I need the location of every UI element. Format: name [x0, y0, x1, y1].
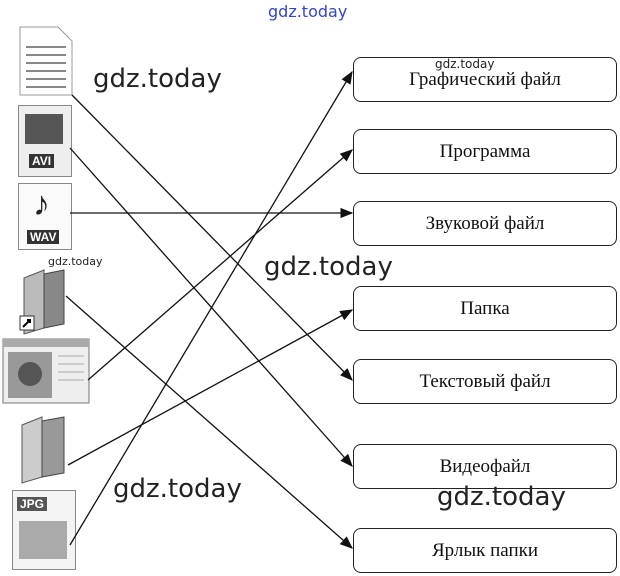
target-program: Программа: [353, 129, 617, 174]
watermark: gdz.today: [113, 474, 242, 504]
watermark: gdz.today: [93, 64, 222, 94]
arrow-shortcut-to-shortcut: [65, 295, 353, 549]
watermark: gdz.today: [48, 255, 103, 268]
folder-shortcut-icon: [19, 269, 65, 335]
avi-icon: AVI: [18, 105, 72, 177]
target-video-file: Видеофайл: [353, 444, 617, 489]
target-text-file: Текстовый файл: [353, 359, 617, 404]
arrow-jpg-to-graphic: [69, 70, 353, 546]
watermark: gdz.today: [437, 482, 566, 512]
target-graphic-file: Графический файл: [353, 57, 617, 102]
avi-label: AVI: [29, 154, 55, 168]
jpg-icon: JPG: [12, 490, 76, 570]
watermark: gdz.today: [264, 252, 393, 282]
target-folder: Папка: [353, 286, 617, 331]
text-document-icon: [19, 26, 73, 96]
watermark: gdz.today: [435, 57, 495, 71]
wav-icon: ♪ WAV: [18, 183, 72, 250]
target-folder-shortcut: Ярлык папки: [353, 528, 617, 573]
arrow-avi-to-video: [69, 147, 353, 467]
wav-label: WAV: [27, 230, 60, 244]
folder-icon: [21, 416, 65, 484]
arrow-text-to-textfile: [71, 94, 353, 381]
music-note-icon: ♪: [33, 186, 50, 223]
watermark: gdz.today: [268, 2, 348, 21]
image-window-icon: [2, 338, 90, 404]
arrow-image-to-program: [87, 149, 353, 381]
arrow-folder-to-folder: [67, 309, 354, 466]
target-sound-file: Звуковой файл: [353, 201, 617, 246]
jpg-label: JPG: [17, 497, 48, 511]
